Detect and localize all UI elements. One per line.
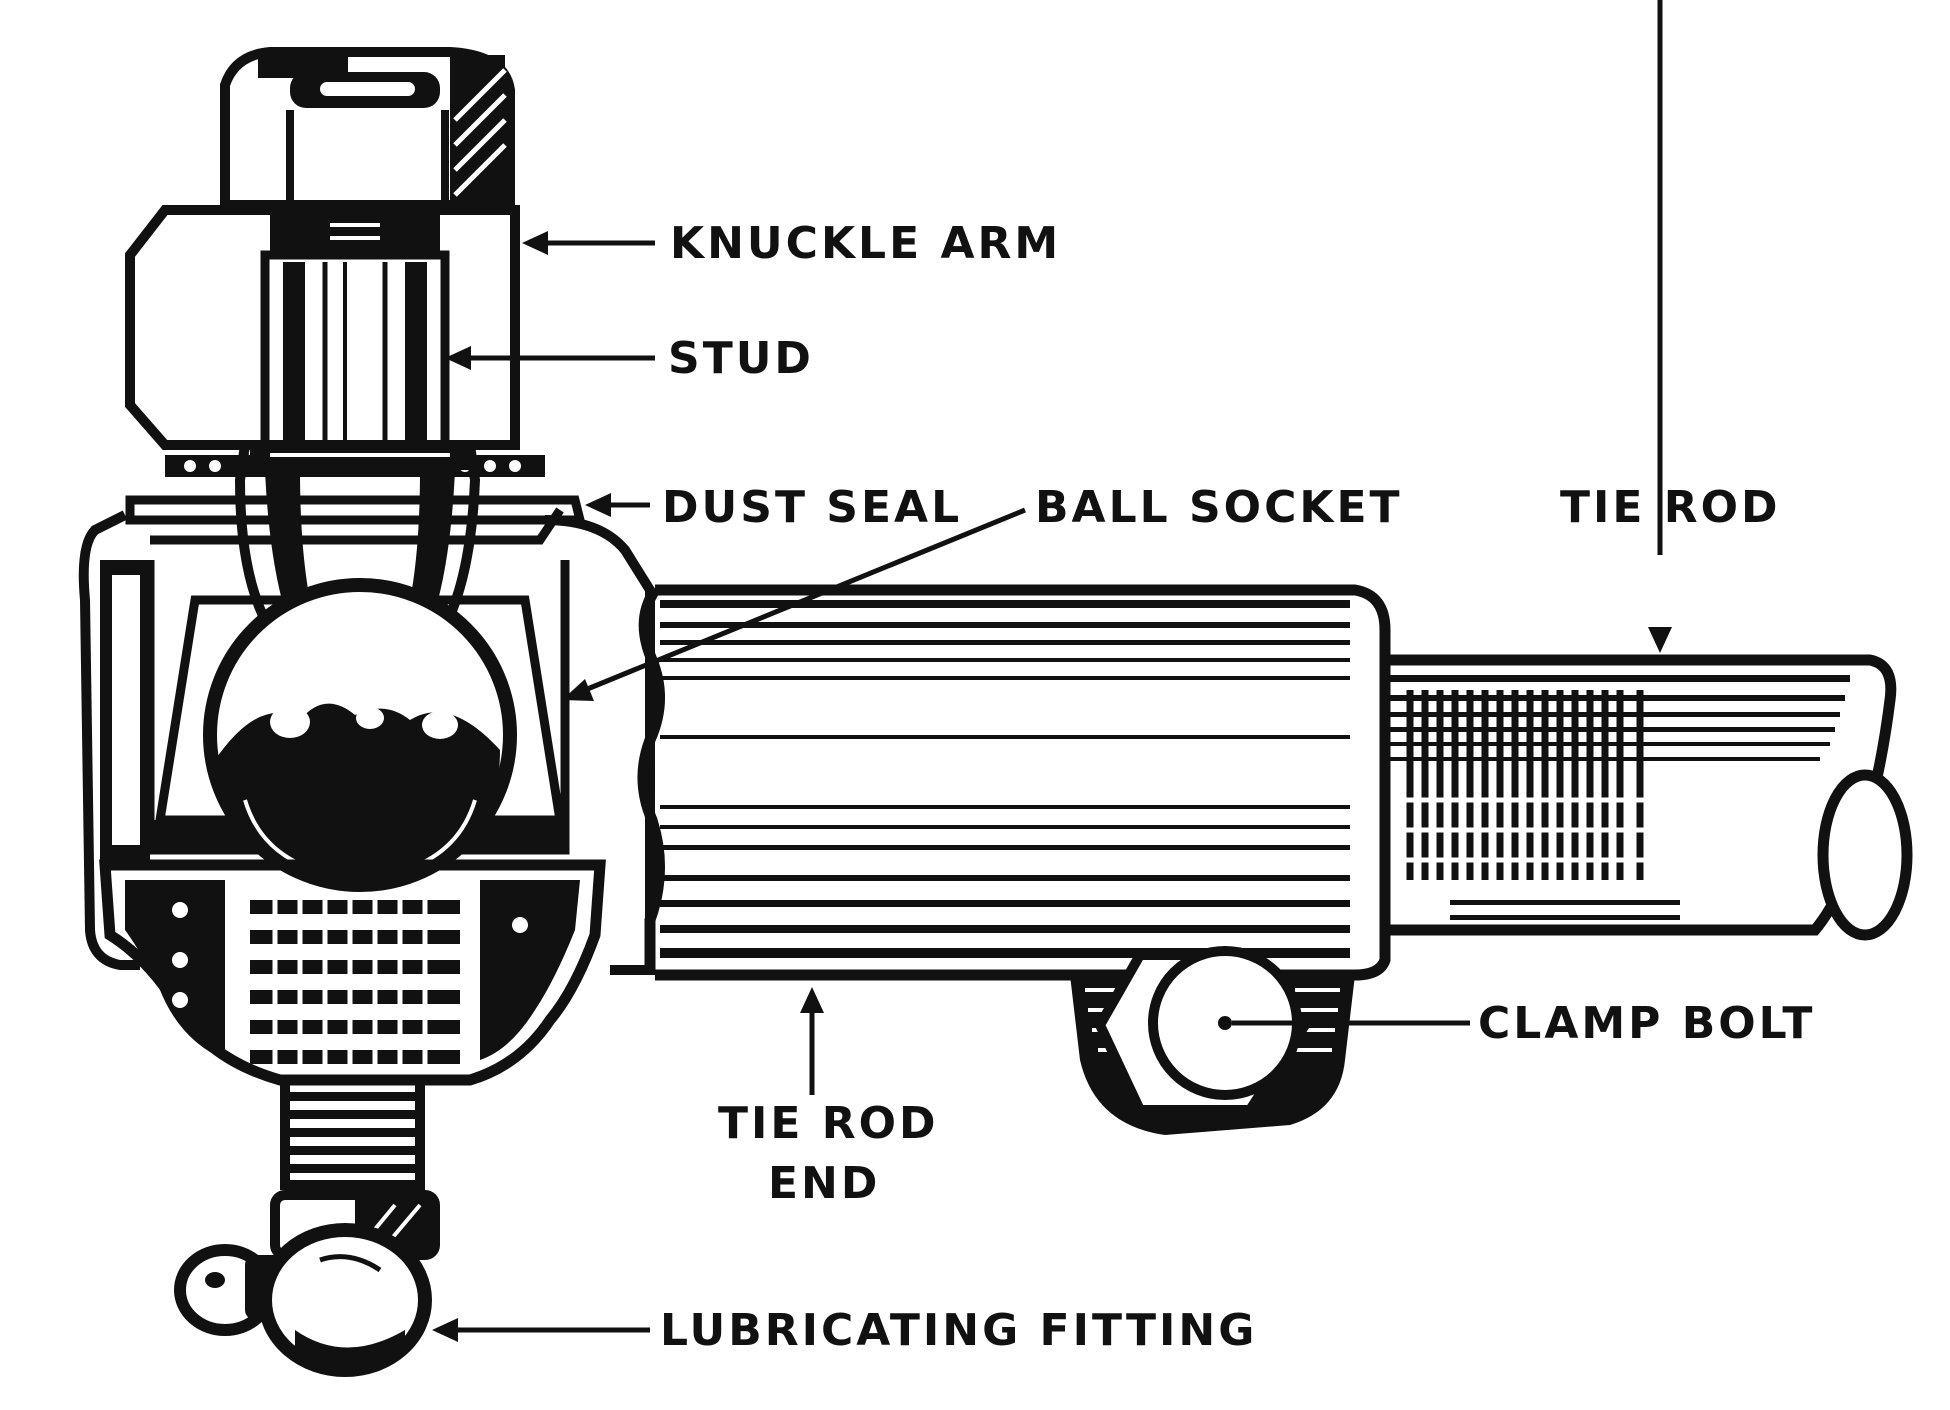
tie-rod: [1385, 654, 1913, 941]
label-lubricating-fitting: LUBRICATING FITTING: [660, 1305, 1257, 1356]
label-tie-rod-end-line2: END: [768, 1158, 880, 1209]
tie-rod-end-body: [637, 584, 1391, 981]
label-knuckle-arm: KNUCKLE ARM: [670, 218, 1061, 269]
label-ball-socket: BALL SOCKET: [1035, 482, 1403, 533]
label-tie-rod-end-line1: TIE ROD: [718, 1098, 939, 1149]
label-stud: STUD: [668, 333, 814, 384]
leader-lines: [432, 0, 1672, 1342]
stud-nut: [220, 47, 515, 210]
stud: [260, 250, 450, 450]
label-tie-rod: TIE ROD: [1560, 482, 1781, 533]
lubricating-fitting: [174, 1190, 440, 1377]
label-dust-seal: DUST SEAL: [662, 482, 962, 533]
clamp-bolt: [1070, 946, 1355, 1135]
threaded-neck: [280, 1080, 425, 1190]
ball: [203, 578, 517, 892]
knuckle-arm: [125, 205, 520, 450]
label-clamp-bolt: CLAMP BOLT: [1478, 998, 1815, 1049]
lower-cap: [99, 859, 606, 1086]
